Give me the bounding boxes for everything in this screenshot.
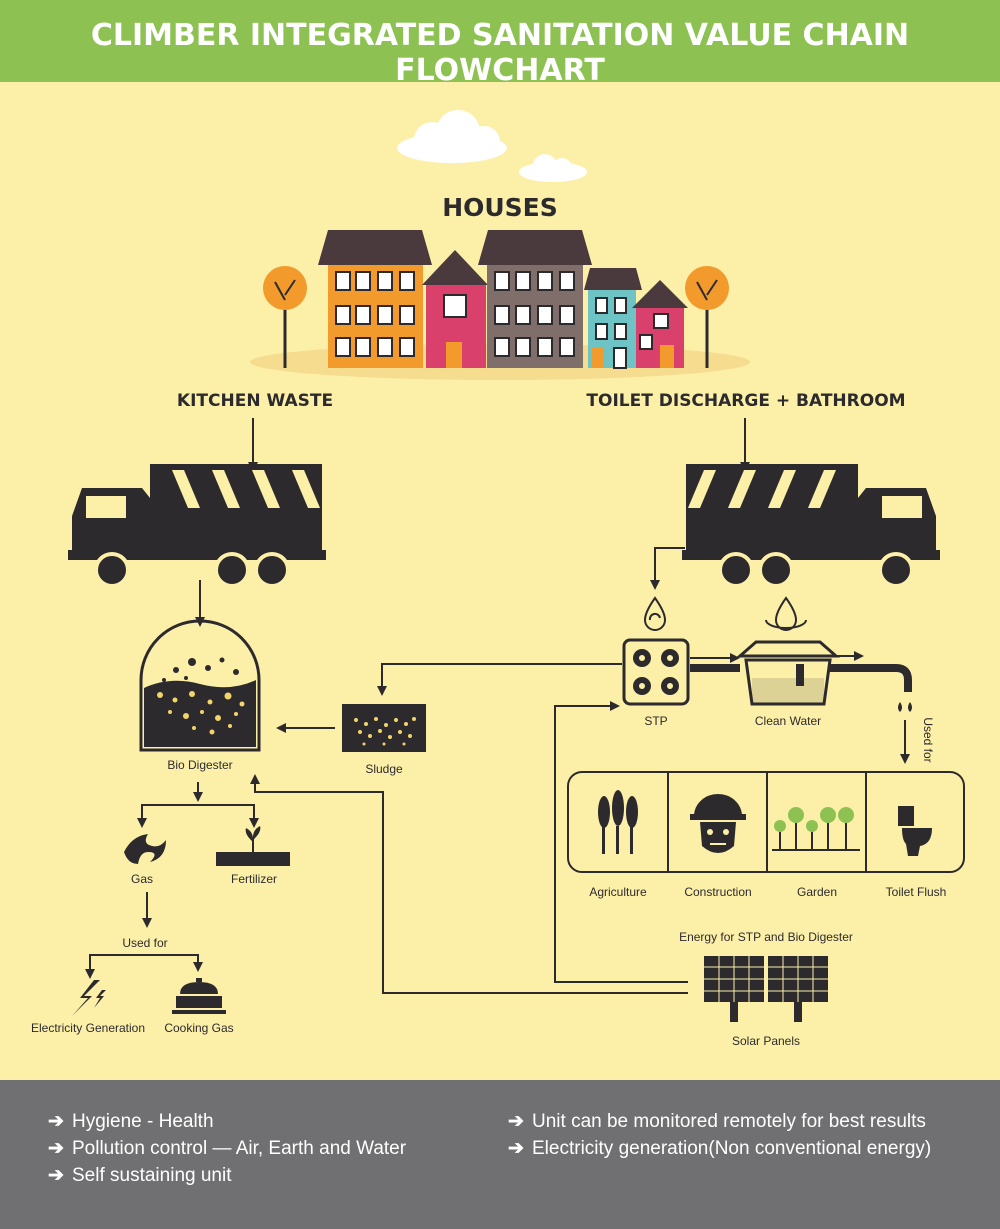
stp-label: STP	[644, 714, 668, 728]
wheat-icon	[598, 790, 638, 854]
electricity-generation-label: Electricity Generation	[30, 1021, 146, 1035]
used-for-water-label: Used for	[921, 717, 935, 762]
garden-trees-icon	[772, 807, 860, 851]
benefit-item: ➔Electricity generation(Non conventional…	[508, 1138, 932, 1159]
fertilizer-icon	[216, 826, 290, 866]
stp-icon	[622, 596, 690, 706]
page-title: CLIMBER INTEGRATED SANITATION VALUE CHAI…	[90, 18, 910, 88]
cooking-pot-icon	[172, 978, 226, 1014]
cooking-gas-label: Cooking Gas	[164, 1021, 234, 1035]
solar-energy-label: Energy for STP and Bio Digester	[679, 930, 853, 944]
arrow-right-icon: ➔	[48, 1165, 64, 1186]
bio-digester-label: Bio Digester	[167, 758, 233, 772]
gas-label: Gas	[130, 872, 153, 886]
cloud-icon	[397, 110, 587, 182]
benefits-footer: ➔Hygiene - Health ➔Pollution control — A…	[0, 1080, 1000, 1229]
bio-digester-icon	[139, 619, 261, 752]
clean-water-tank-icon	[690, 596, 912, 712]
kitchen-waste-truck-icon	[66, 462, 328, 588]
benefit-item: ➔Unit can be monitored remotely for best…	[508, 1111, 926, 1132]
solar-panels-icon	[704, 956, 828, 1022]
benefit-item: ➔Hygiene - Health	[48, 1111, 214, 1132]
header-banner: CLIMBER INTEGRATED SANITATION VALUE CHAI…	[0, 0, 1000, 88]
use-garden-label: Garden	[796, 885, 838, 899]
toilet-icon	[898, 806, 932, 856]
fertilizer-label: Fertilizer	[230, 872, 277, 886]
use-agriculture-label: Agriculture	[589, 885, 647, 899]
toilet-discharge-label: TOILET DISCHARGE + BATHROOM	[586, 391, 906, 411]
houses-label: HOUSES	[442, 193, 558, 222]
toilet-waste-truck-icon	[680, 462, 942, 588]
arrow-right-icon: ➔	[48, 1111, 64, 1132]
sludge-icon	[342, 704, 426, 752]
gas-flame-icon	[124, 834, 166, 864]
construction-worker-icon	[690, 794, 746, 853]
clean-water-label: Clean Water	[754, 714, 822, 728]
houses-illustration	[250, 230, 750, 380]
flow-connectors	[85, 418, 910, 994]
benefit-item: ➔Pollution control — Air, Earth and Wate…	[48, 1138, 407, 1159]
arrow-right-icon: ➔	[48, 1138, 64, 1159]
kitchen-waste-label: KITCHEN WASTE	[176, 391, 334, 411]
used-for-gas-label: Used for	[122, 936, 168, 950]
solar-panels-label: Solar Panels	[731, 1034, 801, 1048]
lightning-icon	[72, 980, 106, 1016]
arrow-right-icon: ➔	[508, 1111, 524, 1132]
use-construction-label: Construction	[684, 885, 752, 899]
sludge-label: Sludge	[365, 762, 403, 776]
use-toilet-flush-label: Toilet Flush	[885, 885, 947, 899]
benefit-item: ➔Self sustaining unit	[48, 1165, 232, 1186]
water-uses-panel	[567, 771, 965, 873]
arrow-right-icon: ➔	[508, 1138, 524, 1159]
